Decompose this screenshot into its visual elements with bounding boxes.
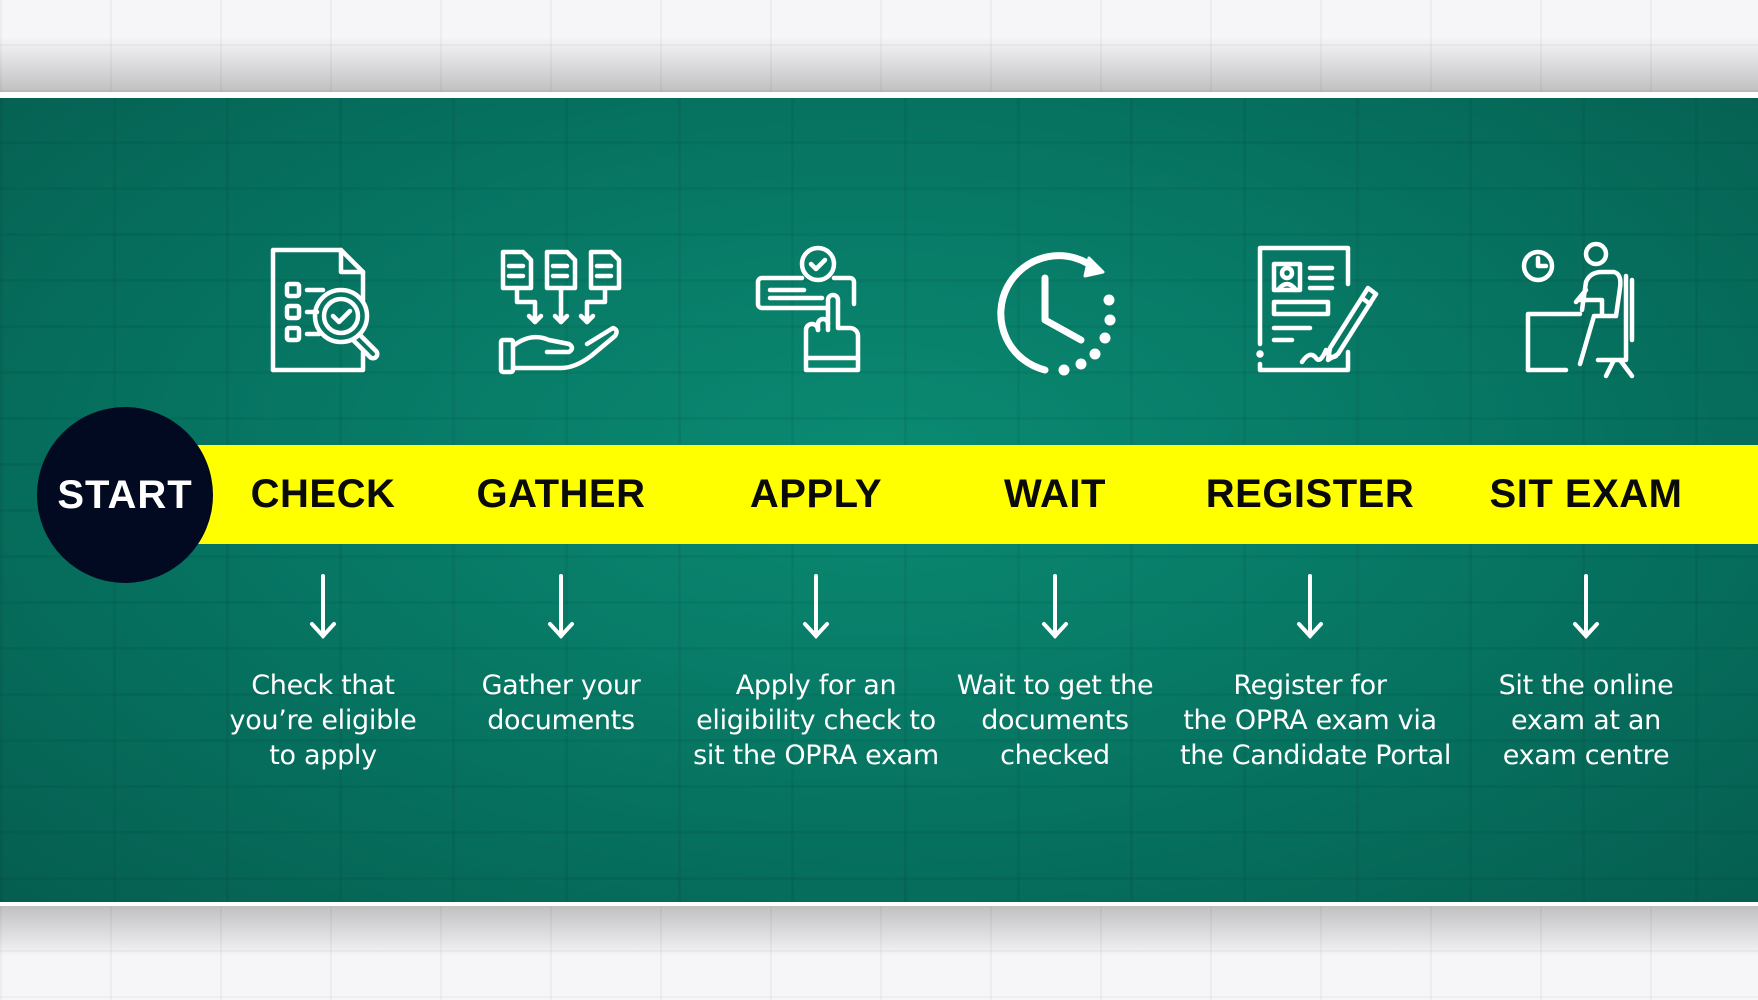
document-checklist-magnifier-icon [253, 240, 393, 380]
step-heading: SIT EXAM [1489, 472, 1683, 516]
brick-wall-bottom [0, 906, 1758, 1000]
process-panel [0, 98, 1758, 902]
arrow-down-icon [1571, 572, 1601, 642]
step-heading: REGISTER [1205, 472, 1415, 516]
hand-tap-checkmark-form-icon [746, 240, 886, 380]
step-heading: APPLY [749, 472, 883, 516]
arrow-down-icon [1295, 572, 1325, 642]
arrow-down-icon [308, 572, 338, 642]
brick-wall-top [0, 0, 1758, 92]
divider-top [0, 92, 1758, 98]
start-circle: START [37, 407, 213, 583]
step-heading: WAIT [1004, 472, 1106, 516]
arrow-down-icon [546, 572, 576, 642]
step-description: Sit the online exam at an exam centre [1498, 670, 1674, 771]
form-signature-pen-icon [1240, 240, 1380, 380]
start-label: START [57, 472, 193, 517]
step-description: Check that you’re eligible to apply [229, 670, 417, 771]
step-heading: CHECK [250, 472, 396, 516]
clock-timer-icon [985, 240, 1125, 380]
step-description: Apply for an eligibility check to sit th… [693, 670, 939, 771]
documents-into-hand-icon [491, 240, 631, 380]
step-band [170, 445, 1758, 544]
step-heading: GATHER [476, 472, 646, 516]
arrow-down-icon [801, 572, 831, 642]
step-description: Gather your documents [481, 670, 641, 736]
step-description: Wait to get the documents checked [956, 670, 1154, 771]
arrow-down-icon [1040, 572, 1070, 642]
divider-bottom [0, 902, 1758, 908]
step-description: Register for the OPRA exam via the Candi… [1180, 670, 1452, 771]
person-at-desk-exam-icon [1516, 240, 1656, 380]
